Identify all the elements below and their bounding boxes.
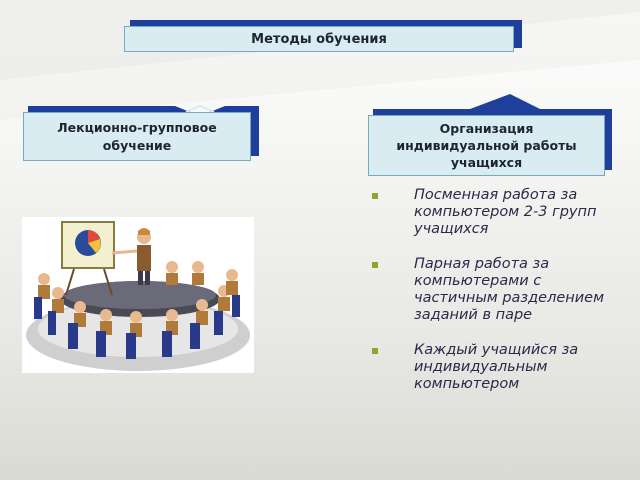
list-item: Каждый учащийся за индивидуальным компью… — [368, 342, 630, 393]
individual-work-box: Организация индивидуальной работы учащих… — [368, 115, 605, 176]
individual-work-line2: индивидуальной работы — [396, 138, 577, 153]
bullet-marker-icon — [372, 348, 378, 354]
methods-title-box: Методы обучения — [124, 26, 514, 52]
bullet1-line3: учащихся — [414, 221, 489, 237]
lecture-group-line2: обучение — [102, 137, 172, 153]
methods-bullet-list: Посменная работа за компьютером 2-3 груп… — [368, 187, 630, 411]
bullet3-line1: Каждый учащийся за — [414, 342, 579, 358]
lecture-group-box: Лекционно-групповое обучение — [23, 112, 251, 161]
bullet3-line3: компьютером — [414, 376, 520, 392]
bullet2-line3: частичным разделением — [414, 290, 605, 306]
bullet1-line1: Посменная работа за — [414, 187, 578, 203]
bullet3-line2: индивидуальным — [414, 359, 548, 375]
lecture-group-line1: Лекционно-групповое — [57, 119, 217, 135]
individual-work-line3: учащихся — [450, 155, 523, 170]
bullet2-line1: Парная работа за — [414, 256, 550, 272]
list-item: Посменная работа за компьютером 2-3 груп… — [368, 187, 630, 238]
list-item: Парная работа за компьютерами с частичны… — [368, 256, 630, 324]
classroom-presentation-illustration — [22, 217, 254, 373]
methods-title: Методы обучения — [251, 31, 387, 47]
bullet-marker-icon — [372, 193, 378, 199]
bullet2-line4: заданий в паре — [414, 307, 533, 323]
bullet2-line2: компьютерами с — [414, 273, 542, 289]
individual-work-line1: Организация — [439, 121, 534, 136]
bullet1-line2: компьютером 2-3 групп — [414, 204, 597, 220]
bullet-marker-icon — [372, 262, 378, 268]
